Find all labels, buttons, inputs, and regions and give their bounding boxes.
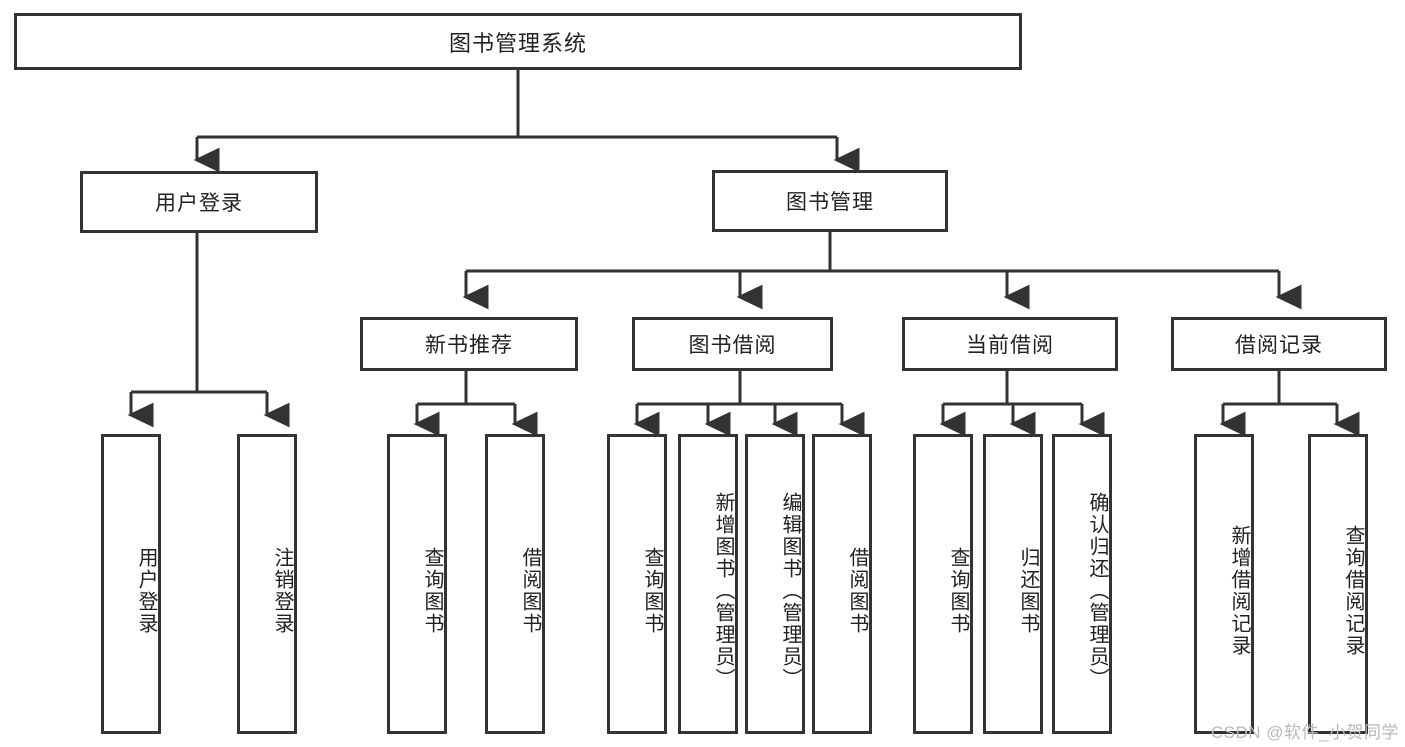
node-root-system[interactable]: 图书管理系统 [14, 13, 1022, 70]
node-label: 图书管理 [786, 191, 874, 214]
leaf-borrow-book-recommend[interactable]: 借阅图书 [485, 434, 545, 734]
watermark: CSDN @软件_小贺同学 [1210, 723, 1399, 742]
node-label: 图书借阅 [688, 334, 777, 357]
node-label: 编辑图书（管理员） [779, 492, 801, 690]
node-label: 归还图书 [1017, 547, 1039, 635]
leaf-query-book-current[interactable]: 查询图书 [913, 434, 973, 734]
leaf-add-borrow-record[interactable]: 新增借阅记录 [1194, 434, 1254, 734]
leaf-return-book[interactable]: 归还图书 [983, 434, 1043, 734]
leaf-edit-book-admin[interactable]: 编辑图书（管理员） [745, 434, 805, 734]
leaf-user-login[interactable]: 用户登录 [101, 434, 161, 734]
leaf-borrow-book[interactable]: 借阅图书 [812, 434, 872, 734]
node-label: 借阅图书 [519, 547, 541, 635]
node-label: 新增图书（管理员） [712, 492, 734, 690]
leaf-add-book-admin[interactable]: 新增图书（管理员） [678, 434, 738, 734]
node-current-borrow[interactable]: 当前借阅 [902, 317, 1118, 371]
node-book-management[interactable]: 图书管理 [712, 170, 948, 232]
leaf-query-borrow-record[interactable]: 查询借阅记录 [1308, 434, 1368, 734]
node-book-borrow[interactable]: 图书借阅 [632, 317, 833, 371]
node-label: 查询图书 [641, 547, 663, 635]
node-label: 注销登录 [271, 547, 293, 635]
node-label: 查询图书 [421, 547, 443, 635]
node-borrow-record[interactable]: 借阅记录 [1171, 317, 1387, 371]
node-label: 用户登录 [155, 192, 243, 215]
node-new-book-recommend[interactable]: 新书推荐 [360, 317, 578, 371]
leaf-query-book-recommend[interactable]: 查询图书 [387, 434, 447, 734]
leaf-user-logout[interactable]: 注销登录 [237, 434, 297, 734]
node-label: 当前借阅 [966, 334, 1054, 357]
node-label: 确认归还（管理员） [1086, 492, 1108, 690]
node-label: 用户登录 [135, 547, 157, 635]
node-label: 借阅图书 [846, 547, 868, 635]
node-label: 借阅记录 [1235, 334, 1323, 357]
node-user-login[interactable]: 用户登录 [80, 171, 318, 233]
leaf-query-book-borrow[interactable]: 查询图书 [607, 434, 667, 734]
node-label: 查询借阅记录 [1342, 525, 1364, 657]
node-label: 查询图书 [947, 547, 969, 635]
leaf-confirm-return-admin[interactable]: 确认归还（管理员） [1052, 434, 1112, 734]
node-label: 新书推荐 [425, 334, 513, 357]
node-label: 新增借阅记录 [1228, 525, 1250, 657]
node-label: 图书管理系统 [448, 30, 587, 56]
